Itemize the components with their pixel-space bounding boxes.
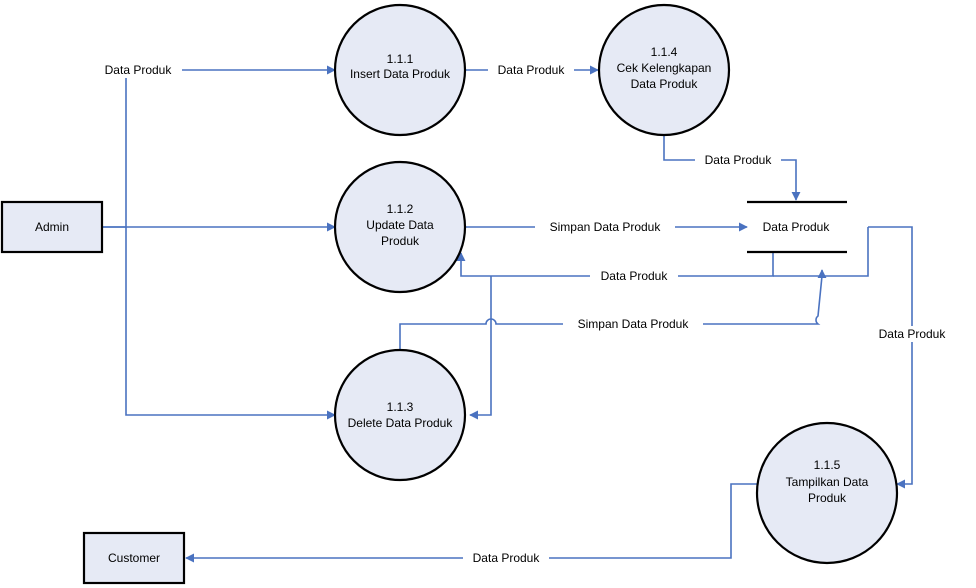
flow-label-admin-to-insert-text: Data Produk [105,63,173,77]
process-cek-kelengkapan-data-produk[interactable]: 1.1.4 Cek Kelengkapan Data Produk [597,3,731,137]
flow-label-update-to-store: Simpan Data Produk [535,219,675,235]
process-1-1-3-name: Delete Data Produk [348,416,454,430]
process-delete-data-produk[interactable]: 1.1.3 Delete Data Produk [333,348,467,482]
process-insert-data-produk[interactable]: 1.1.1 Insert Data Produk [333,3,467,137]
flow-label-admin-to-insert: Data Produk [94,62,182,78]
flow-label-store-to-update: Data Produk [590,268,678,284]
process-1-1-4-id: 1.1.4 [651,45,678,59]
process-1-1-4-name-line2: Data Produk [631,77,699,91]
flow-label-store-to-tampilkan: Data Produk [868,326,956,342]
flow-store-to-delete [470,227,869,415]
flow-admin-branches [102,65,336,420]
entity-admin-label: Admin [35,220,69,234]
data-store-label: Data Produk [763,220,831,234]
flow-label-insert-to-cek: Data Produk [488,62,574,78]
flow-label-store-to-update-text: Data Produk [601,269,669,283]
process-1-1-5-name-line1: Tampilkan Data [786,475,869,489]
process-1-1-2-id: 1.1.2 [387,202,414,216]
process-1-1-2-name-line2: Produk [381,234,420,248]
data-store-data-produk[interactable]: Data Produk [747,200,847,254]
process-1-1-2-name-line1: Update Data [366,218,434,232]
process-1-1-1-id: 1.1.1 [387,52,414,66]
flow-label-delete-to-store-text: Simpan Data Produk [578,317,690,331]
process-1-1-4-name-line1: Cek Kelengkapan [617,61,712,75]
process-1-1-1-name: Insert Data Produk [350,67,451,81]
flow-store-to-tampilkan [868,226,913,489]
process-1-1-5-id: 1.1.5 [814,458,841,472]
flow-label-store-to-tampilkan-text: Data Produk [879,327,947,341]
flow-tampilkan-to-customer [185,483,760,563]
process-update-data-produk[interactable]: 1.1.2 Update Data Produk [333,160,467,294]
process-1-1-3-id: 1.1.3 [387,400,414,414]
flow-label-tampilkan-to-customer-text: Data Produk [473,551,541,565]
flow-label-tampilkan-to-customer: Data Produk [463,550,549,566]
entity-customer[interactable]: Customer [82,531,186,585]
entity-customer-label: Customer [108,551,160,565]
flow-label-cek-to-store-text: Data Produk [705,153,773,167]
flow-label-cek-to-store: Data Produk [695,152,781,168]
entity-admin[interactable]: Admin [0,200,104,254]
flow-label-insert-to-cek-text: Data Produk [498,63,566,77]
process-tampilkan-data-produk[interactable]: 1.1.5 Tampilkan Data Produk [755,421,899,565]
flow-label-update-to-store-text: Simpan Data Produk [550,220,662,234]
process-1-1-5-name-line2: Produk [808,491,847,505]
flow-label-delete-to-store: Simpan Data Produk [563,316,703,332]
flow-delete-to-store [399,269,827,350]
